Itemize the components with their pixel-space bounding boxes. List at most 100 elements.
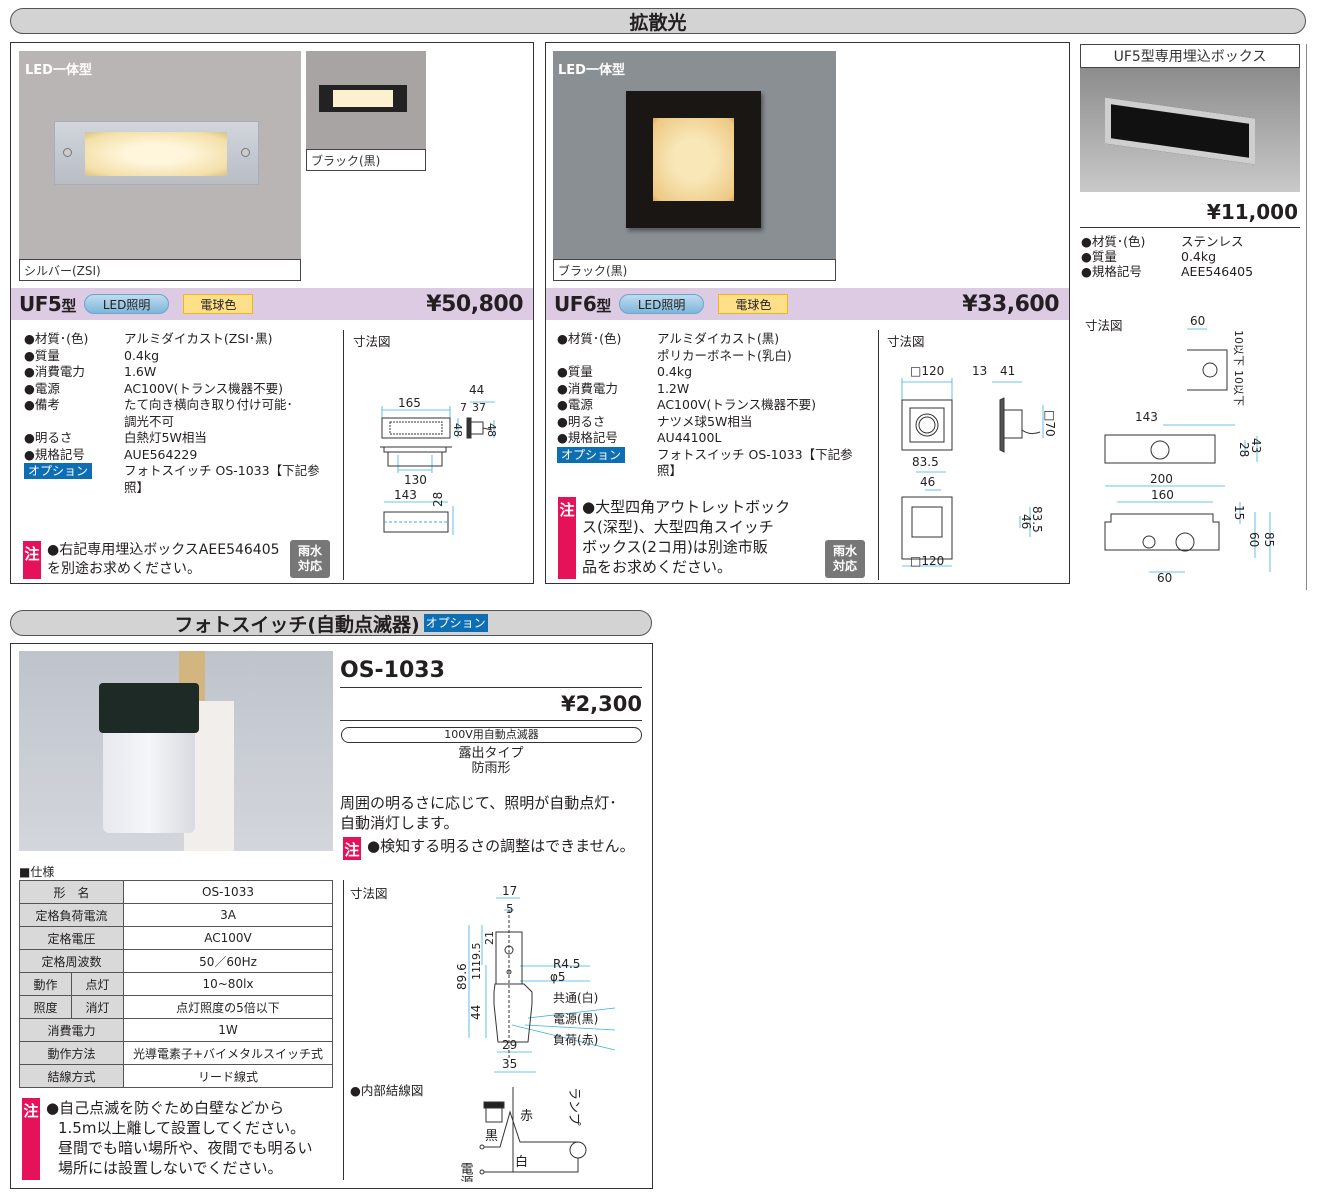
os1033-dimension-diagram: 17 5 29 35 R4.5 φ5 共通(白) 電源(黒) 負荷(赤) 89.… xyxy=(455,884,616,1073)
section-title: 拡散光 xyxy=(629,11,687,34)
svg-text:15: 15 xyxy=(1232,505,1246,520)
option-tag: オプション xyxy=(24,463,92,479)
spec-row: ●明るさナツメ球5W相当 xyxy=(557,413,753,429)
note-tag: 注 xyxy=(22,1098,40,1180)
svg-text:43: 43 xyxy=(1249,438,1263,453)
led-integrated-tag: LED一体型 xyxy=(558,63,625,78)
sensor-cap xyxy=(99,683,199,733)
svg-text:165: 165 xyxy=(398,396,421,410)
svg-text:□120: □120 xyxy=(910,364,944,378)
svg-text:□120: □120 xyxy=(910,554,944,568)
svg-text:黒: 黒 xyxy=(485,1129,498,1144)
uf5-title-bar: UF5型 LED照明 電球色 ¥50,800 xyxy=(11,288,533,320)
led-lighting-badge: LED照明 xyxy=(83,294,170,314)
svg-text:60: 60 xyxy=(1190,314,1205,328)
svg-text:41: 41 xyxy=(1000,364,1015,378)
uf5-main-photo xyxy=(19,51,301,261)
option-value: フォトスイッチ OS-1033【下記参照】 xyxy=(124,463,320,495)
bulb-color-badge: 電球色 xyxy=(183,294,254,314)
spec-row: 調光不可 xyxy=(124,413,175,429)
led-fixture xyxy=(54,121,259,185)
uf6-note: 注 ●大型四角アウトレットボックス(深型)、大型四角スイッチボックス(2コ用)は… xyxy=(558,497,828,579)
option-tag: オプション xyxy=(557,446,625,463)
svg-text:28: 28 xyxy=(431,492,445,507)
svg-text:29: 29 xyxy=(502,1038,517,1052)
description: 周囲の明るさに応じて、照明が自動点灯･自動消灯します。 xyxy=(340,794,617,832)
uf5-dimension-diagram: 165 130 44 7 37 143 48 48 28 xyxy=(380,383,498,535)
price-underline xyxy=(340,720,642,721)
rainproof-badge: 雨水対応 xyxy=(825,540,865,578)
svg-text:φ5: φ5 xyxy=(550,970,566,984)
divider xyxy=(878,330,879,580)
svg-text:89.6: 89.6 xyxy=(455,963,469,990)
led-lens xyxy=(333,90,393,107)
svg-text:5: 5 xyxy=(506,902,514,916)
wiring-diagram-title: ●内部結線図 xyxy=(350,1083,424,1098)
table-row: 動作方法光導電素子+バイメタルスイッチ式 xyxy=(19,1041,333,1065)
led-fixture-black xyxy=(319,85,407,112)
table-row: 照度消灯点灯照度の5倍以下 xyxy=(19,995,333,1019)
table-row: 結線方式リード線式 xyxy=(19,1064,333,1088)
svg-text:48: 48 xyxy=(451,423,464,437)
section-header-diffuse: 拡散光 xyxy=(10,8,1306,34)
note-tag: 注 xyxy=(558,497,576,579)
uf5-alt-caption: ブラック(黒) xyxy=(306,149,426,171)
dimension-diagram-title: 寸法図 xyxy=(353,334,391,349)
svg-text:10以下: 10以下 xyxy=(1232,330,1245,366)
spec-row: ●明るさ白熱灯5W相当 xyxy=(24,430,207,445)
screw-icon xyxy=(63,148,72,157)
option-value: フォトスイッチ OS-1033【下記参照】 xyxy=(657,446,853,479)
rainproof-badge: 雨水対応 xyxy=(290,540,330,578)
price: ¥2,300 xyxy=(560,692,642,716)
dimension-diagram-title: 寸法図 xyxy=(1085,318,1123,333)
svg-text:負荷(赤): 負荷(赤) xyxy=(553,1033,598,1047)
box-dimension-diagram: 60 143 200 160 60 10以下 10以下 28 43 15 60 … xyxy=(1104,314,1276,585)
spec-heading: ■仕様 xyxy=(19,865,55,879)
section-header-photoswitch: フォトスイッチ(自動点滅器) オプション xyxy=(10,610,652,636)
divider xyxy=(343,330,344,580)
price-underline xyxy=(1080,227,1300,228)
svg-text:共通(白): 共通(白) xyxy=(553,990,598,1005)
price: ¥33,600 xyxy=(962,291,1059,317)
svg-text:44: 44 xyxy=(469,383,484,397)
box-price: ¥11,000 xyxy=(1206,200,1298,224)
section-title: フォトスイッチ(自動点滅器) xyxy=(174,613,420,636)
svg-text:60: 60 xyxy=(1247,532,1261,547)
svg-text:200: 200 xyxy=(1150,472,1173,486)
svg-text:13: 13 xyxy=(972,364,987,378)
wiring-diagram: 赤 黒 白 ランプ 電源 xyxy=(460,1087,587,1182)
svg-text:46: 46 xyxy=(920,475,935,489)
model-name: UF6型 xyxy=(554,292,611,316)
svg-text:143: 143 xyxy=(394,488,417,502)
uf5-main-caption: シルバー(ZSI) xyxy=(19,259,301,281)
svg-text:160: 160 xyxy=(1151,488,1174,502)
spec-row-option: オプション フォトスイッチ OS-1033【下記参照】 xyxy=(557,446,867,480)
price: ¥50,800 xyxy=(426,291,523,317)
note-tag: 注 xyxy=(23,541,41,579)
led-lens xyxy=(85,132,227,176)
led-lens xyxy=(653,118,734,201)
svg-text:7: 7 xyxy=(460,401,467,414)
uf6-title-bar: UF6型 LED照明 電球色 ¥33,600 xyxy=(546,288,1069,320)
model-name: OS-1033 xyxy=(340,658,445,683)
spec-row: ●材質･(色)アルミダイカスト(ZSI･黒) xyxy=(24,331,273,346)
svg-text:28: 28 xyxy=(1237,442,1251,457)
led-integrated-tag: LED一体型 xyxy=(25,63,92,78)
svg-text:60: 60 xyxy=(1157,571,1172,585)
svg-text:R4.5: R4.5 xyxy=(553,957,580,971)
spec-row: ポリカーボネート(乳白) xyxy=(657,347,792,363)
svg-text:ランプ: ランプ xyxy=(566,1087,581,1126)
